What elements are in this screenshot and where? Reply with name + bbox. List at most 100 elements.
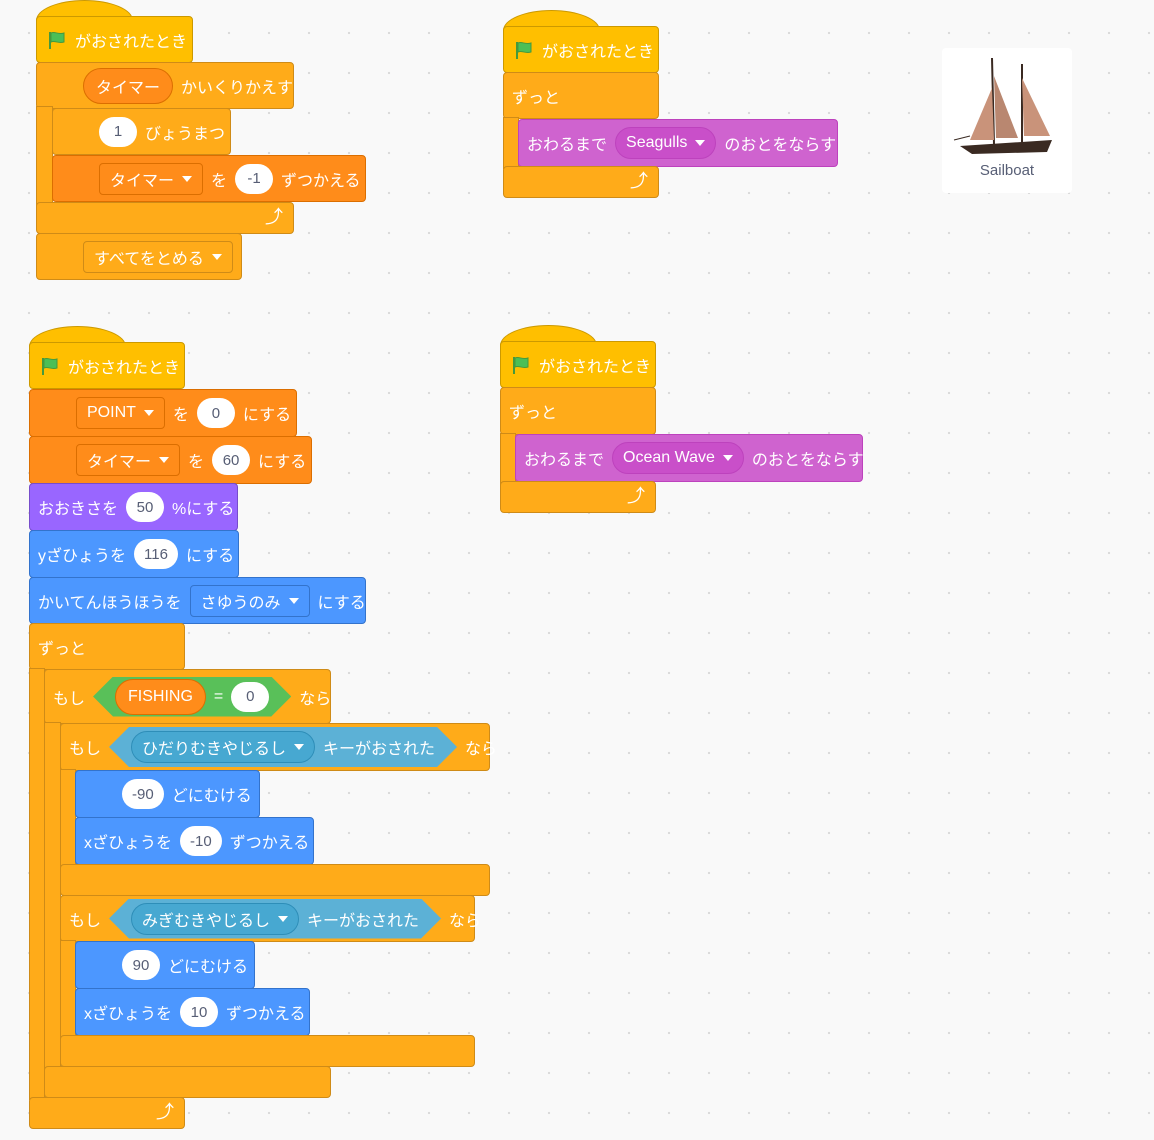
- label: を: [172, 407, 189, 424]
- label: を: [188, 454, 205, 471]
- key-dropdown[interactable]: ひだりむきやじるし: [131, 731, 315, 763]
- sound-dropdown[interactable]: Seagulls: [615, 127, 717, 159]
- rotation-dropdown[interactable]: さゆうのみ: [189, 584, 310, 617]
- label: おわるまで: [527, 137, 608, 154]
- when-flag-clicked-hat[interactable]: がおされたとき: [29, 326, 185, 389]
- hat-label: がおされたとき: [539, 358, 652, 376]
- dropdown-value: ひだりむきやじるし: [142, 741, 287, 758]
- sprite-thumbnail-sailboat[interactable]: Sailboat: [942, 48, 1072, 193]
- wait-input[interactable]: 1: [99, 116, 137, 147]
- label: xざひょうを: [84, 835, 173, 852]
- variable-dropdown[interactable]: タイマー: [76, 444, 181, 476]
- dropdown-arrow-icon: [288, 597, 299, 604]
- repeat-block[interactable]: タイマーかいくりかえす: [36, 62, 294, 109]
- variable-dropdown[interactable]: タイマー: [99, 162, 204, 195]
- label: ずつかえる: [281, 172, 361, 190]
- size-input[interactable]: 50: [126, 492, 165, 522]
- loop-arrow-icon: ⤴: [627, 486, 645, 506]
- dropdown-value: さゆうのみ: [200, 594, 281, 612]
- play-sound-until-done-block[interactable]: おわるまで Seagulls のおとをならす: [518, 119, 838, 167]
- label: にする: [317, 594, 366, 612]
- label: なら: [449, 912, 482, 930]
- label: おわるまで: [524, 452, 605, 469]
- value-input[interactable]: 60: [212, 445, 251, 475]
- label: おおきさを: [38, 501, 119, 518]
- dropdown-arrow-icon: [294, 744, 304, 750]
- direction-input[interactable]: -90: [122, 779, 164, 809]
- x-input[interactable]: -10: [180, 826, 222, 856]
- dropdown-arrow-icon: [695, 140, 706, 146]
- dropdown-value: POINT: [87, 404, 136, 421]
- green-flag-icon: [47, 30, 67, 50]
- stop-dropdown[interactable]: すべてをとめる: [83, 240, 233, 273]
- forever-arm: [503, 117, 519, 169]
- label: ずつかえる: [229, 835, 310, 852]
- label: どにむける: [171, 788, 252, 805]
- y-input[interactable]: 116: [134, 539, 178, 569]
- value-input[interactable]: 0: [231, 682, 269, 712]
- forever-block[interactable]: ずっと: [503, 72, 659, 119]
- change-input[interactable]: -1: [235, 163, 274, 194]
- forever-bottom: ⤴: [29, 1097, 185, 1129]
- stop-block[interactable]: すべてをとめる: [36, 233, 242, 280]
- sound-dropdown[interactable]: Ocean Wave: [612, 442, 744, 474]
- label: yざひょうを: [38, 548, 127, 565]
- forever-bottom: ⤴: [500, 481, 656, 513]
- dropdown-value: タイマー: [110, 172, 175, 190]
- forever-bottom: ⤴: [503, 166, 659, 198]
- set-size-block[interactable]: おおきさを 50 %にする: [29, 483, 238, 531]
- sailboat-image: [953, 57, 1052, 154]
- when-flag-clicked-hat[interactable]: がおされたとき: [503, 10, 659, 73]
- label: なら: [299, 690, 332, 708]
- label: もし: [69, 741, 102, 758]
- point-direction-block[interactable]: -90 どにむける: [75, 770, 260, 818]
- repeat-label: かいくりかえす: [181, 79, 294, 97]
- if-left-key-block[interactable]: もしひだりむきやじるしキーがおされたなら: [60, 723, 497, 771]
- when-flag-clicked-hat[interactable]: がおされたとき: [36, 0, 193, 63]
- hat-label: がおされたとき: [542, 43, 655, 61]
- change-x-block[interactable]: xざひょうを -10 ずつかえる: [75, 817, 314, 865]
- direction-input[interactable]: 90: [122, 950, 160, 980]
- key-pressed-sensor[interactable]: みぎむきやじるしキーがおされた: [109, 899, 441, 939]
- key-dropdown[interactable]: みぎむきやじるし: [131, 903, 299, 935]
- dropdown-arrow-icon: [722, 455, 733, 461]
- label: %にする: [172, 501, 235, 518]
- forever-arm: [500, 433, 516, 485]
- dropdown-arrow-icon: [211, 253, 222, 260]
- dropdown-value: みぎむきやじるし: [142, 912, 271, 930]
- if-arm: [60, 769, 76, 867]
- dropdown-arrow-icon: [278, 916, 288, 922]
- value-input[interactable]: 0: [196, 398, 235, 428]
- loop-arrow-icon: ⤴: [630, 171, 648, 191]
- set-y-block[interactable]: yざひょうを 116 にする: [29, 530, 239, 578]
- forever-block[interactable]: ずっと: [29, 623, 185, 670]
- green-flag-icon: [40, 356, 60, 376]
- dropdown-value: Seagulls: [626, 134, 688, 151]
- dropdown-arrow-icon: [182, 175, 193, 182]
- variable-dropdown[interactable]: POINT: [76, 397, 165, 429]
- timer-reporter[interactable]: タイマー: [83, 67, 174, 104]
- fishing-reporter[interactable]: FISHING: [115, 679, 206, 715]
- equals-operator[interactable]: FISHING=0: [93, 677, 291, 717]
- when-flag-clicked-hat[interactable]: がおされたとき: [500, 325, 656, 388]
- set-rotation-style-block[interactable]: かいてんほうほうをさゆうのみにする: [29, 577, 366, 624]
- dropdown-value: すべてをとめる: [94, 250, 204, 268]
- if-arm: [60, 940, 76, 1038]
- label: にする: [185, 548, 235, 565]
- hat-label: がおされたとき: [68, 359, 181, 377]
- key-pressed-sensor[interactable]: ひだりむきやじるしキーがおされた: [109, 727, 457, 767]
- x-input[interactable]: 10: [180, 997, 219, 1027]
- label: のおとをならす: [724, 137, 837, 154]
- repeat-arm: [36, 106, 53, 206]
- forever-block[interactable]: ずっと: [500, 387, 656, 435]
- if-right-key-block[interactable]: もしみぎむきやじるしキーがおされたなら: [60, 895, 481, 942]
- loop-arrow-icon: ⤴: [156, 1102, 174, 1122]
